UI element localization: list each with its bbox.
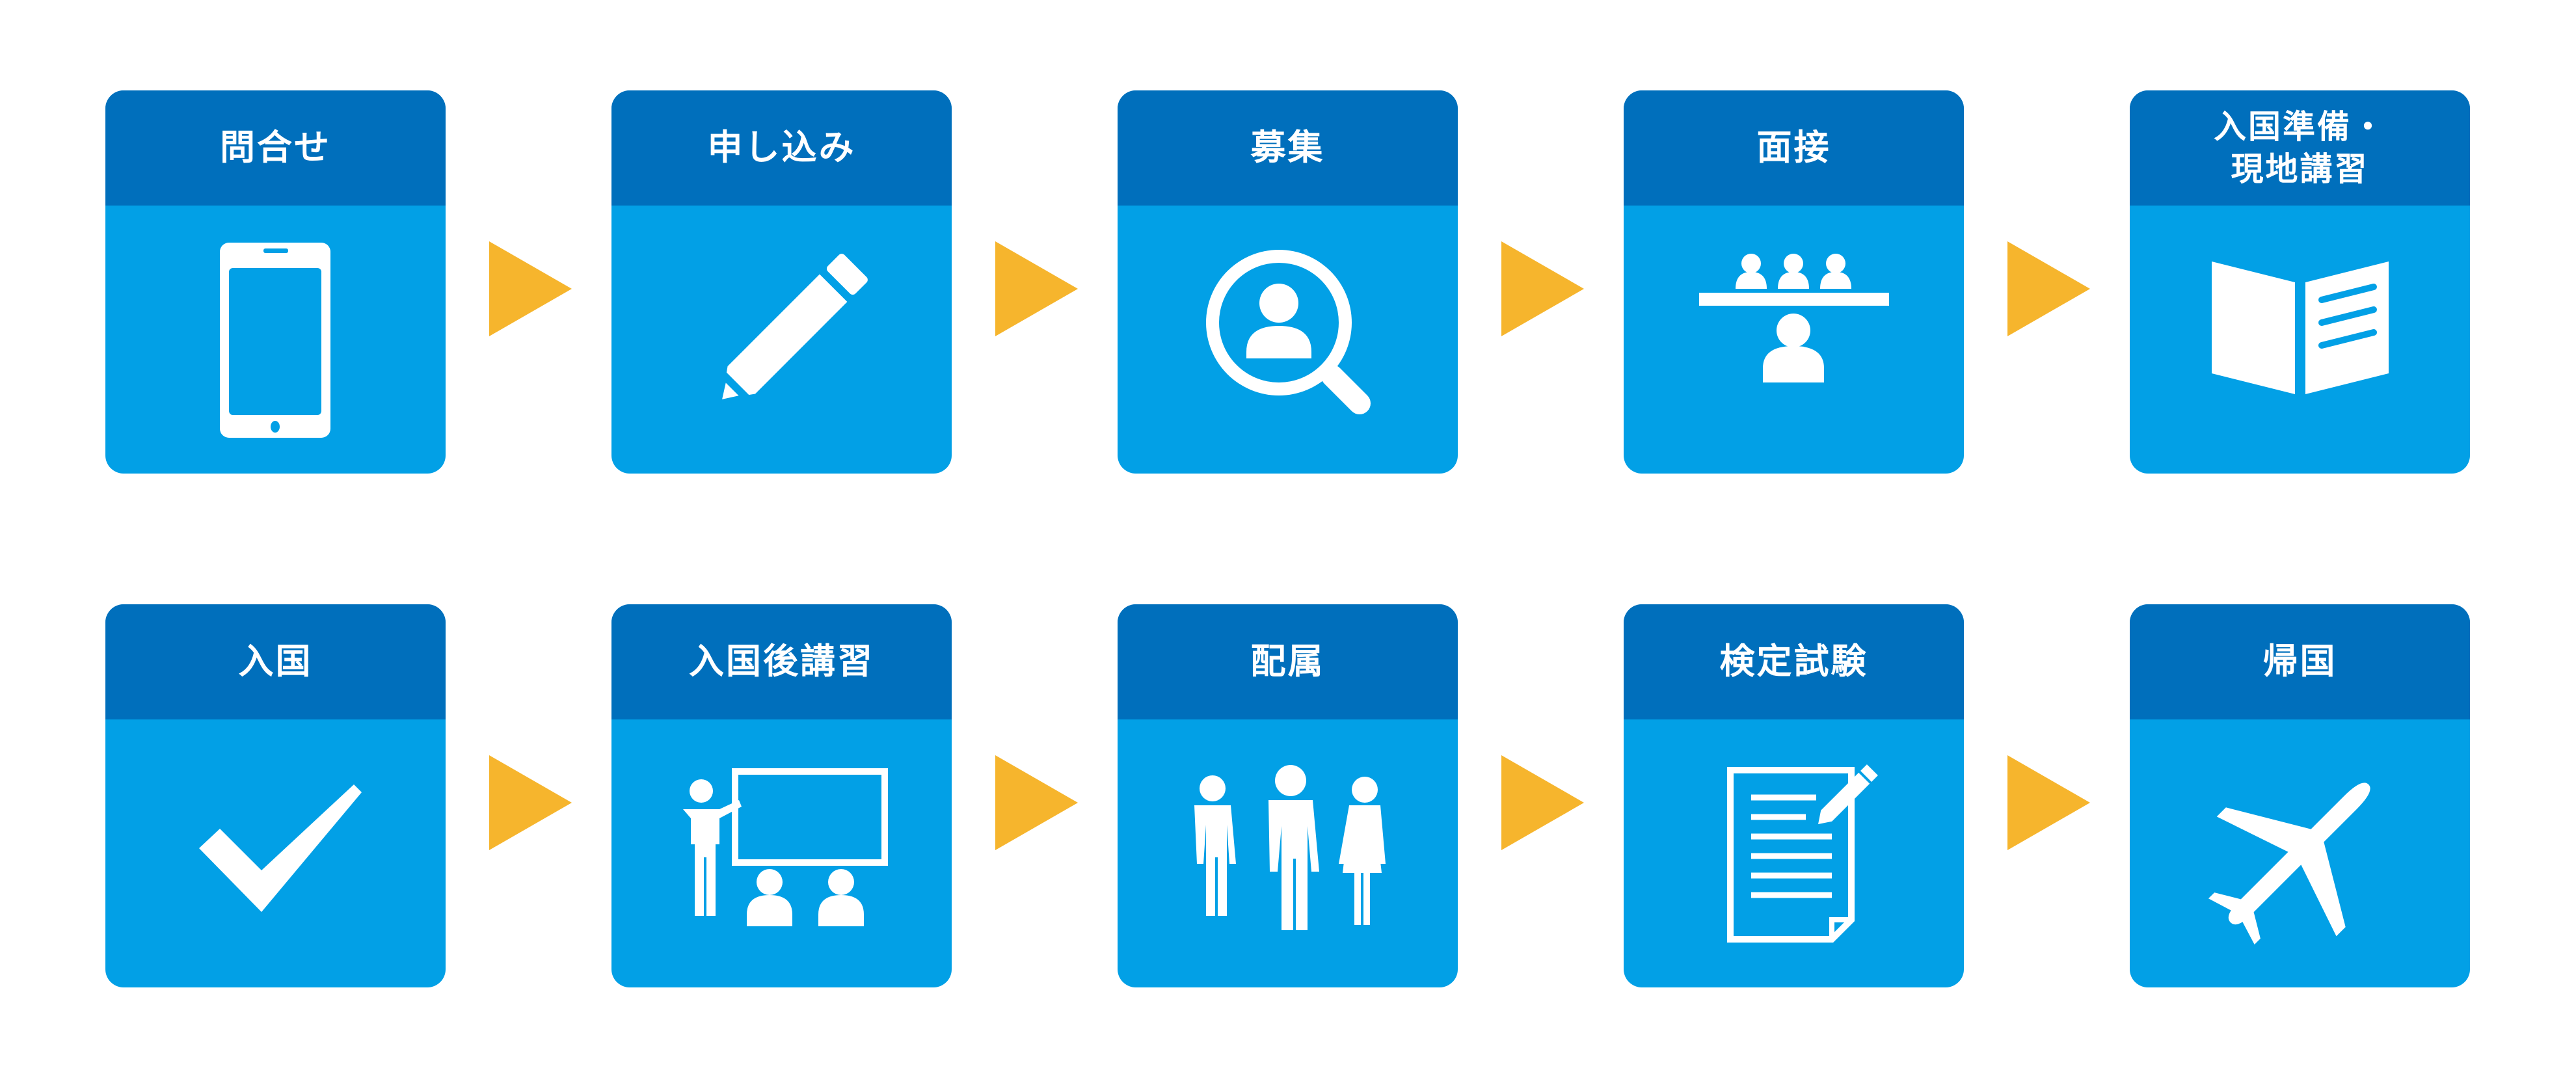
step-preparation: 入国準備・ 現地講習 [2130, 90, 2470, 474]
arrow-icon [1501, 755, 1584, 850]
arrow-icon [489, 755, 572, 850]
airplane-icon [2208, 783, 2370, 945]
step-title: 申し込み [611, 90, 952, 206]
step-title: 入国準備・ 現地講習 [2130, 90, 2470, 206]
smartphone-icon [220, 243, 330, 438]
arrow-icon [2007, 755, 2090, 850]
step-interview: 面接 [1624, 90, 1964, 474]
open-book-icon [2212, 261, 2389, 394]
step-title: 募集 [1118, 90, 1458, 206]
step-title: 帰国 [2130, 604, 2470, 719]
step-assignment: 配属 [1118, 604, 1458, 987]
arrow-icon [995, 241, 1078, 336]
step-title: 配属 [1118, 604, 1458, 719]
arrow-icon [489, 241, 572, 336]
step-title: 面接 [1624, 90, 1964, 206]
step-inquiry: 問合せ [105, 90, 446, 474]
step-certification-exam: 検定試験 [1624, 604, 1964, 987]
arrow-icon [995, 755, 1078, 850]
interview-icon [1699, 254, 1889, 382]
step-post-entry-training: 入国後講習 [611, 604, 952, 987]
step-return-home: 帰国 [2130, 604, 2470, 987]
lecture-icon [683, 768, 888, 926]
step-title: 入国後講習 [611, 604, 952, 719]
arrow-icon [1501, 241, 1584, 336]
step-title: 問合せ [105, 90, 446, 206]
exam-document-icon [1727, 764, 1878, 943]
step-title: 入国 [105, 604, 446, 719]
step-entry: 入国 [105, 604, 446, 987]
search-person-icon [1206, 250, 1371, 414]
workers-icon [1194, 765, 1386, 930]
step-application: 申し込み [611, 90, 952, 474]
step-recruitment: 募集 [1118, 90, 1458, 474]
step-title: 検定試験 [1624, 604, 1964, 719]
pencil-icon [718, 254, 868, 403]
arrow-icon [2007, 241, 2090, 336]
checkmark-icon [199, 784, 362, 912]
